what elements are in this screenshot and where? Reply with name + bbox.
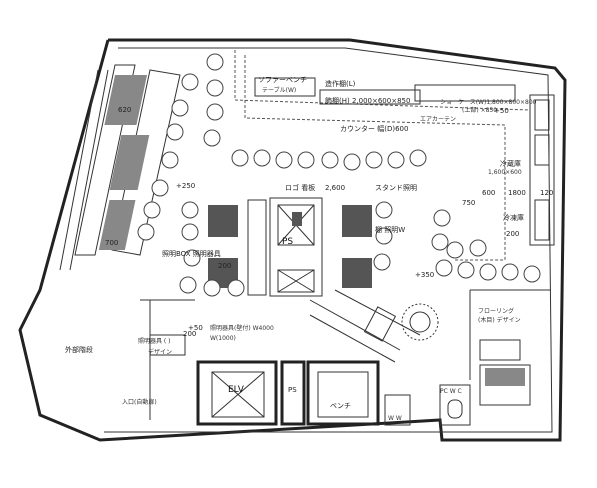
label-display-right2: (上部) ×850 [462,106,497,114]
seat-circle [137,223,155,241]
label-floor2: (木目) デザイン [478,316,521,324]
label-dim-750: 750 [462,199,475,207]
seat-circle [479,263,497,281]
label-entrance: 入口(自動扉) [122,398,157,406]
label-center-sign: ロゴ 看板 [285,183,315,192]
top-counter [234,50,555,261]
seat-circle [166,123,184,141]
seat-circle [171,99,189,117]
seat-circle [523,265,541,283]
label-dim-50a: +50 [494,107,509,115]
label-floor1: フローリング [478,307,514,315]
label-counter-mid: カウンター 幅(D)600 [340,124,408,133]
seat-circle [409,149,427,167]
seat-circle [179,276,197,294]
label-left-note1: 照明器具(壁付) W4000 [210,324,274,332]
seat-circle [227,279,245,297]
label-dim-600: 600 [482,189,495,197]
lower-rooms [140,299,471,426]
seat-circle [181,201,199,219]
seat-circle [375,201,393,219]
seat-circle [206,53,224,71]
diagonal-aisle [309,289,421,363]
label-counter-top-left: テーブル(W) [262,86,296,94]
seat-circle [501,263,519,281]
label-stand-mid2: 棚 照明W [375,225,405,234]
seat-circle [431,233,449,251]
label-right-cold-spec: 1,600×600 [488,169,522,176]
label-ww: W W [388,415,402,422]
seat-circle [375,227,393,245]
seat-circle [435,259,453,277]
seat-circle [457,261,475,279]
outer-walls [18,38,567,442]
label-sofa-top: ソファーベンチ [258,76,307,84]
seat-circle [231,149,249,167]
label-dim-200c: 200 [218,262,231,270]
label-display-right: ショーケース(W)1,800×800×800 [440,99,537,106]
center-fixtures [208,197,372,297]
seat-circle [253,149,271,167]
right-area [401,289,550,406]
label-shelf-spec: 飾棚(H) 2,000×600×850 [325,96,410,105]
seat-circle [161,151,179,169]
label-left-note4: デザイン [148,348,172,356]
seat-circle [181,223,199,241]
seat-circle [321,151,339,169]
label-dim-120: 120 [540,189,553,197]
seat-circle [297,151,315,169]
seat-circle [143,201,161,219]
seat-circle [206,103,224,121]
label-dim-250a: +250 [176,182,195,190]
label-ps3: PS [288,386,297,394]
label-dim-350: +350 [415,271,434,279]
label-outside: 外部階段 [65,345,93,354]
seat-circle [275,151,293,169]
label-dim-250b: +50 [188,324,203,332]
seat-circle [151,179,169,197]
label-dim-700: 700 [105,239,118,247]
seat-circle [203,129,221,147]
seat-circle [373,253,391,271]
seat-circle [387,151,405,169]
seat-circle [446,241,464,259]
seat-circle [433,209,451,227]
label-left-note2: W(1000) [210,335,236,342]
label-right-cold: 冷蔵庫 [500,159,521,168]
label-dim-1800: 1800 [508,189,526,197]
left-bench [74,64,181,256]
label-dim-200: 200 [506,230,519,238]
seat-circle [181,73,199,91]
seat-circle [365,151,383,169]
label-light-box: 照明BOX 照明器具 [162,250,221,258]
label-right-refrig: 冷凍庫 [503,213,524,222]
label-bench: ベンチ [330,402,351,410]
label-left-note3: 照明器具 ( ) [138,338,171,345]
seat-circle [183,249,201,267]
label-elv: ELV [228,385,245,395]
label-shelf-top: 造作棚(L) [325,79,356,88]
label-dim-200b: 200 [183,330,196,338]
seat-circle [343,153,361,171]
seating [137,53,541,297]
label-pc-wc: PC W C [440,388,462,395]
label-center-sign-dim: 2,600 [325,184,345,192]
label-ps: PS [282,237,293,247]
label-dim-620: 620 [118,106,131,114]
label-air-curtain: エアカーテン [420,116,456,123]
seat-circle [203,279,221,297]
label-stand-top: スタンド照明 [375,183,417,192]
seat-circle [469,239,487,257]
seat-circle [206,79,224,97]
plan-labels: ソファーベンチ テーブル(W) 造作棚(L) 飾棚(H) 2,000×600×8… [65,76,553,422]
